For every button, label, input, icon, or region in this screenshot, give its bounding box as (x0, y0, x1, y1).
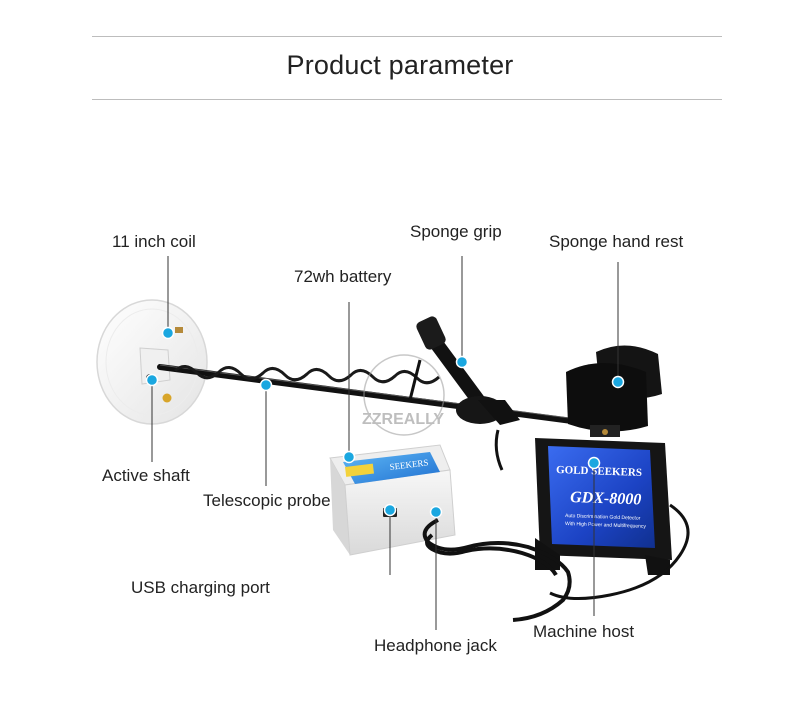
callout-hand-rest: Sponge hand rest (549, 232, 684, 251)
host-model-text: GDX-8000 (570, 489, 642, 508)
host-line1-text: Auto Discrimination Gold Detector (565, 513, 641, 522)
host-brand-text: GOLD SEEKERS (556, 464, 642, 479)
shaft (157, 364, 613, 429)
callout-dot-coil (161, 326, 175, 340)
battery-box: SEEKERS (329, 444, 572, 622)
watermark-text: ZZREALLY (362, 411, 444, 428)
callout-headphone: Headphone jack (374, 636, 497, 655)
battery-logo-text: SEEKERS (389, 457, 429, 472)
sponge-hand-rest (566, 345, 662, 437)
sponge-grip-assembly (408, 316, 520, 471)
callout-battery: 72wh battery (294, 267, 392, 286)
bottom-divider (92, 99, 722, 100)
watermark: ZZREALLY (362, 354, 445, 436)
callout-grip: Sponge grip (410, 222, 502, 241)
callout-dot-host (587, 456, 601, 470)
callout-probe: Telescopic probe (203, 491, 331, 510)
callout-dot-probe (259, 378, 273, 392)
top-divider (92, 36, 722, 37)
callout-dot-grip (455, 355, 469, 369)
callout-host: Machine host (533, 622, 635, 641)
callout-coil: 11 inch coil (112, 232, 196, 251)
page-title: Product parameter (286, 50, 514, 80)
shaft-cable (173, 365, 441, 385)
callout-dot-hand-rest (611, 375, 625, 389)
callout-dot-battery (342, 450, 356, 464)
callout-dot-shaft (145, 373, 159, 387)
host-line2-text: With High Power and Multifrequency (565, 521, 647, 530)
callout-dot-headphone (429, 505, 443, 519)
callout-usb: USB charging port (131, 578, 270, 597)
callout-shaft: Active shaft (102, 466, 190, 485)
machine-host: GOLD SEEKERS GDX-8000 Auto Discriminatio… (535, 438, 690, 600)
callout-dot-usb (383, 503, 397, 517)
